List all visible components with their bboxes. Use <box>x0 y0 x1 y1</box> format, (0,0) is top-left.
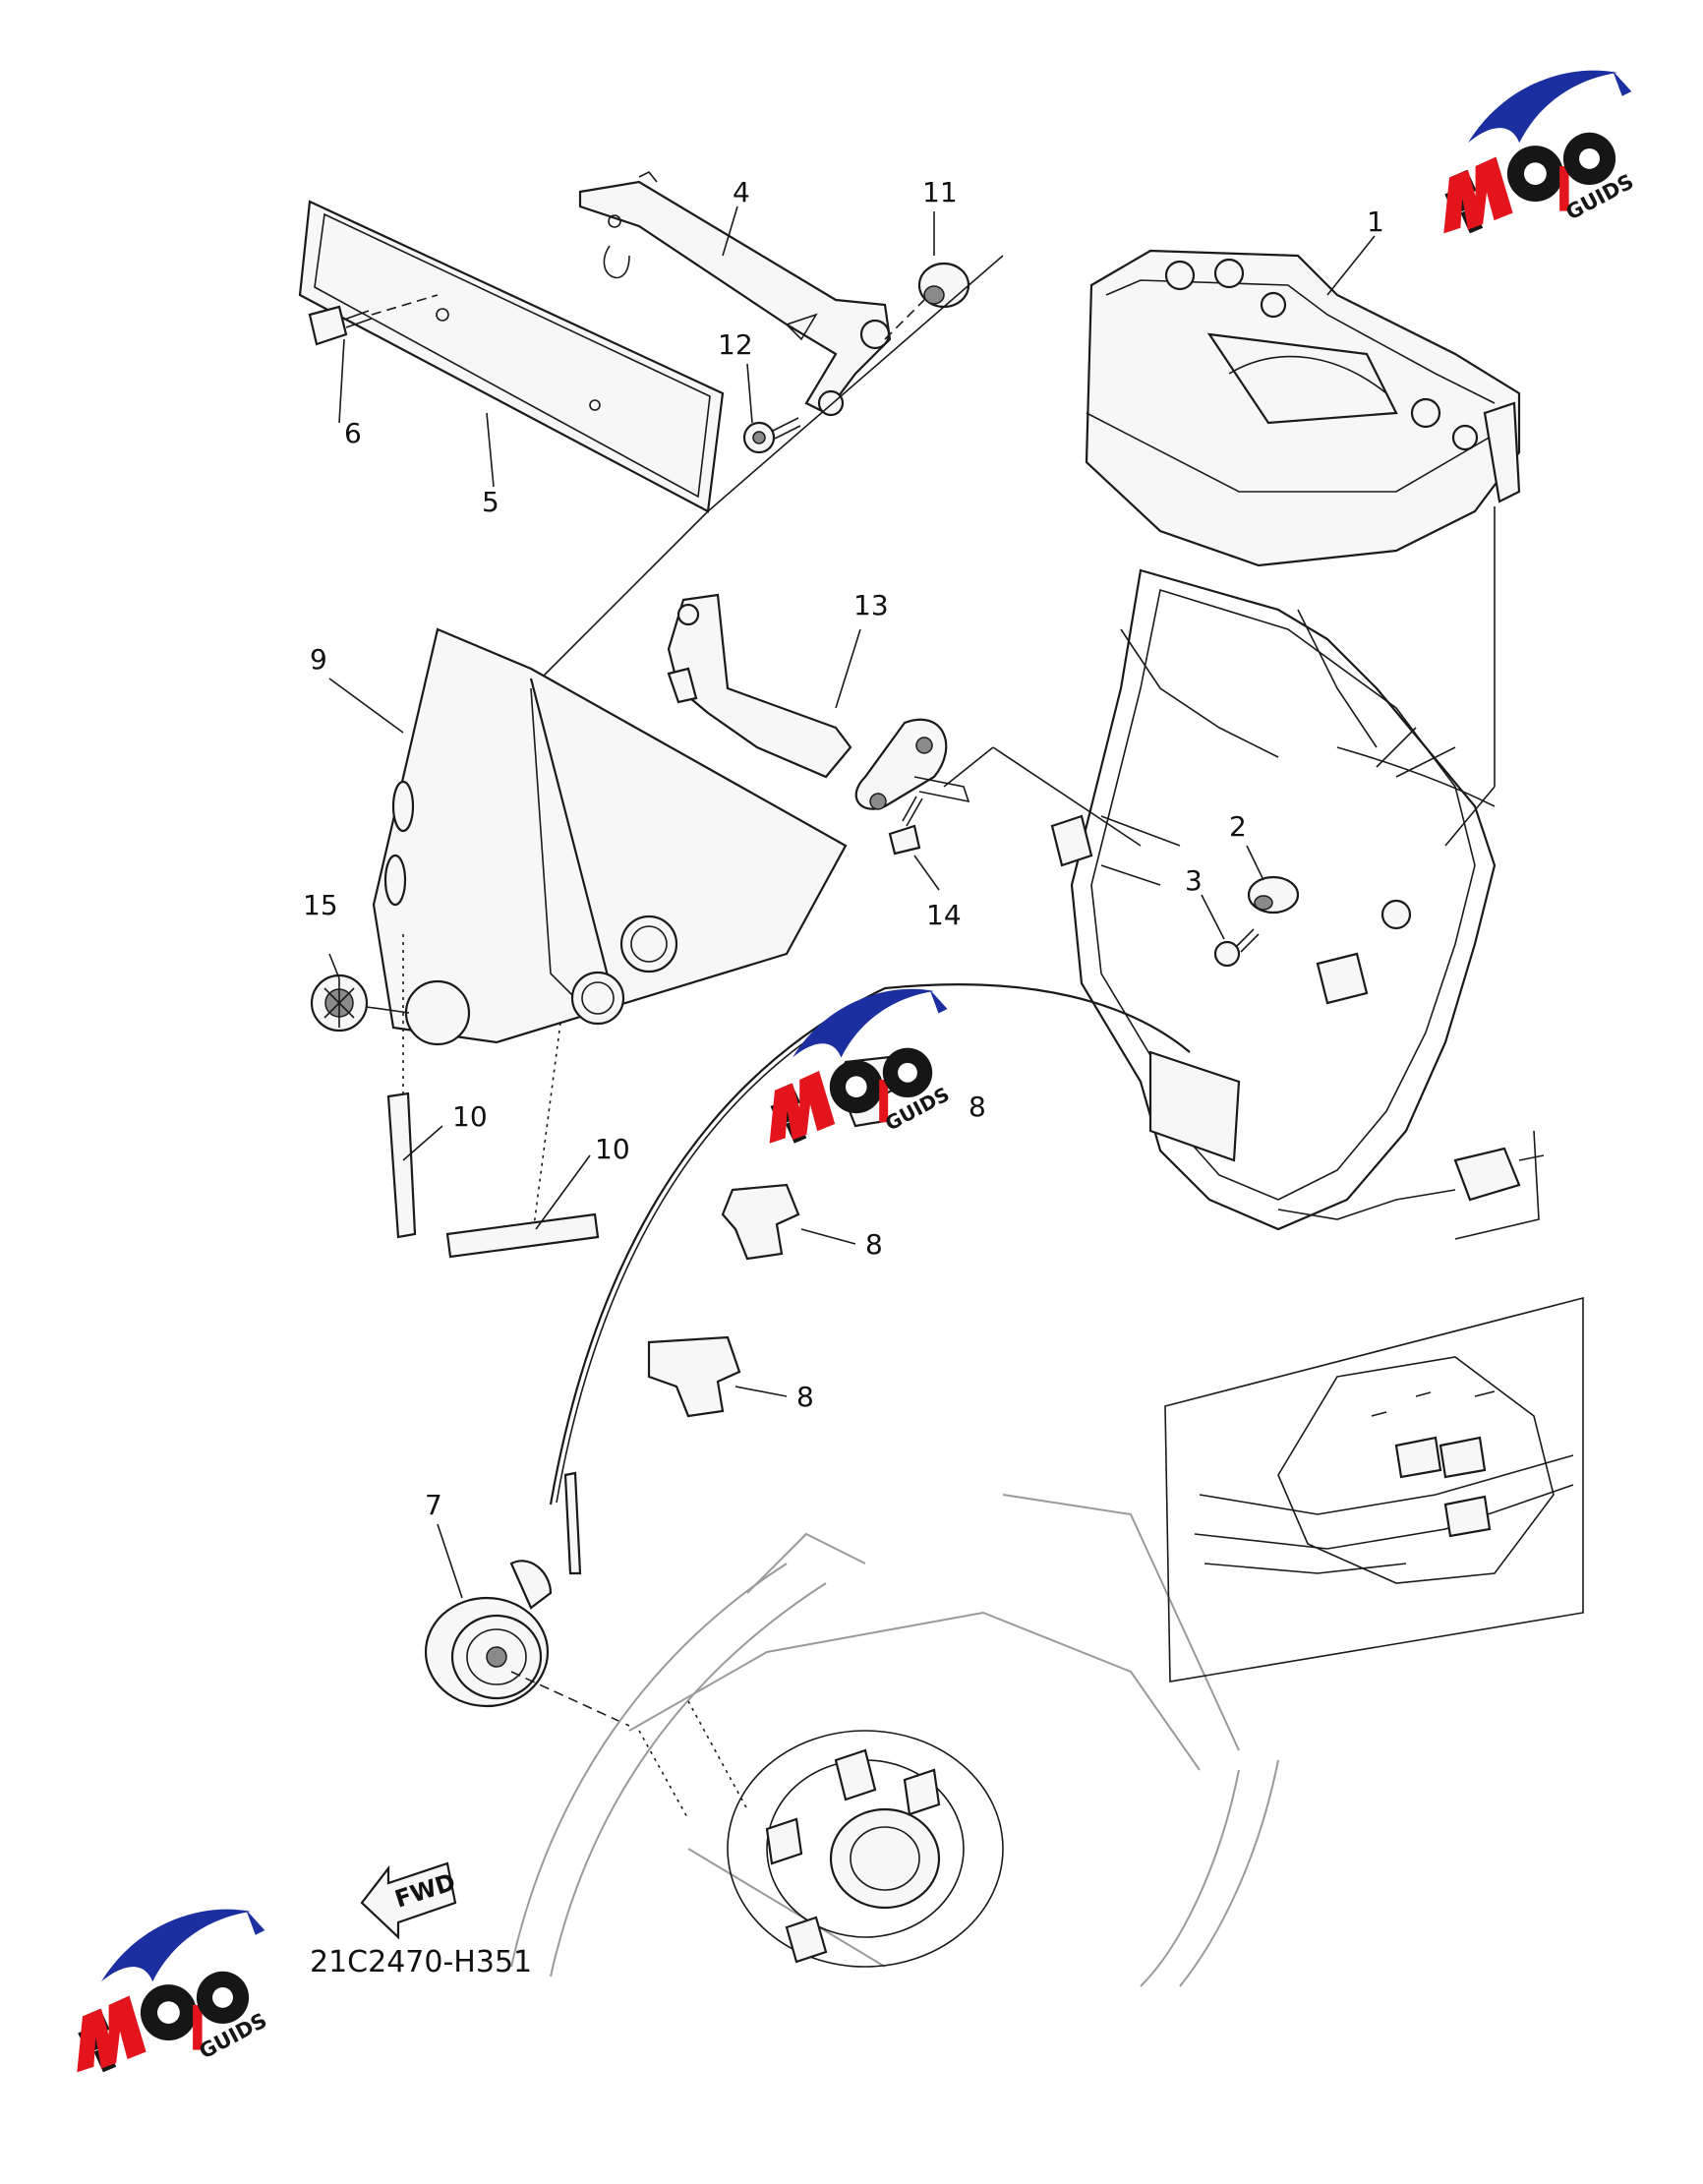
part-label-1: 1 <box>1367 206 1384 238</box>
meter-gear-7 <box>424 1471 630 1727</box>
part-number-labels: 1 2 3 4 5 6 7 8 8 8 9 10 10 11 12 13 14 … <box>303 176 1384 1521</box>
grommet-2 <box>1247 875 1300 915</box>
connector-detail-inset <box>1164 1296 1584 1682</box>
part-label-11: 11 <box>922 176 958 208</box>
bracket-stay <box>578 170 892 417</box>
leader-lines <box>328 206 1376 1599</box>
part-label-12: 12 <box>718 328 753 361</box>
part-label-4: 4 <box>733 176 750 208</box>
part-label-8b: 8 <box>865 1228 883 1261</box>
part-label-7: 7 <box>425 1489 442 1521</box>
plug-15 <box>310 974 410 1033</box>
screw-12 <box>742 417 801 454</box>
forward-direction-arrow: FWD <box>360 1861 459 1940</box>
bolt-6 <box>308 294 439 346</box>
clamp-8-b <box>721 1183 800 1261</box>
part-label-3: 3 <box>1185 864 1203 897</box>
part-label-13: 13 <box>853 589 889 621</box>
moto-guids-logo-top-right <box>1443 70 1638 234</box>
part-label-10a: 10 <box>452 1100 488 1133</box>
tape-10-a <box>386 1092 417 1239</box>
screw-3 <box>1213 928 1260 968</box>
meter-stay-frame <box>1050 568 1497 1231</box>
front-wheel <box>510 1494 1279 1987</box>
part-label-8a: 8 <box>969 1091 986 1123</box>
meter-assembly <box>1085 249 1521 847</box>
part-label-2: 2 <box>1229 810 1247 843</box>
clamp-8-c <box>647 1335 741 1418</box>
part-label-5: 5 <box>482 486 499 518</box>
part-label-14: 14 <box>926 899 962 931</box>
tape-10-b <box>445 1212 600 1259</box>
part-label-15: 15 <box>303 889 338 921</box>
part-label-6: 6 <box>344 417 362 449</box>
connector-plug <box>1277 1147 1545 1220</box>
windscreen-9 <box>372 627 848 1250</box>
bolt-14 <box>888 796 923 856</box>
moto-guids-logo-bottom-left <box>77 1909 271 2073</box>
inner-bracket-13 <box>667 593 970 810</box>
drawing-code: 21C2470-H351 <box>310 1945 532 1979</box>
part-label-10b: 10 <box>595 1133 630 1165</box>
part-label-9: 9 <box>310 643 327 676</box>
license-plate-panel <box>298 200 725 513</box>
grommet-11 <box>884 262 970 340</box>
part-label-8c: 8 <box>796 1381 814 1413</box>
